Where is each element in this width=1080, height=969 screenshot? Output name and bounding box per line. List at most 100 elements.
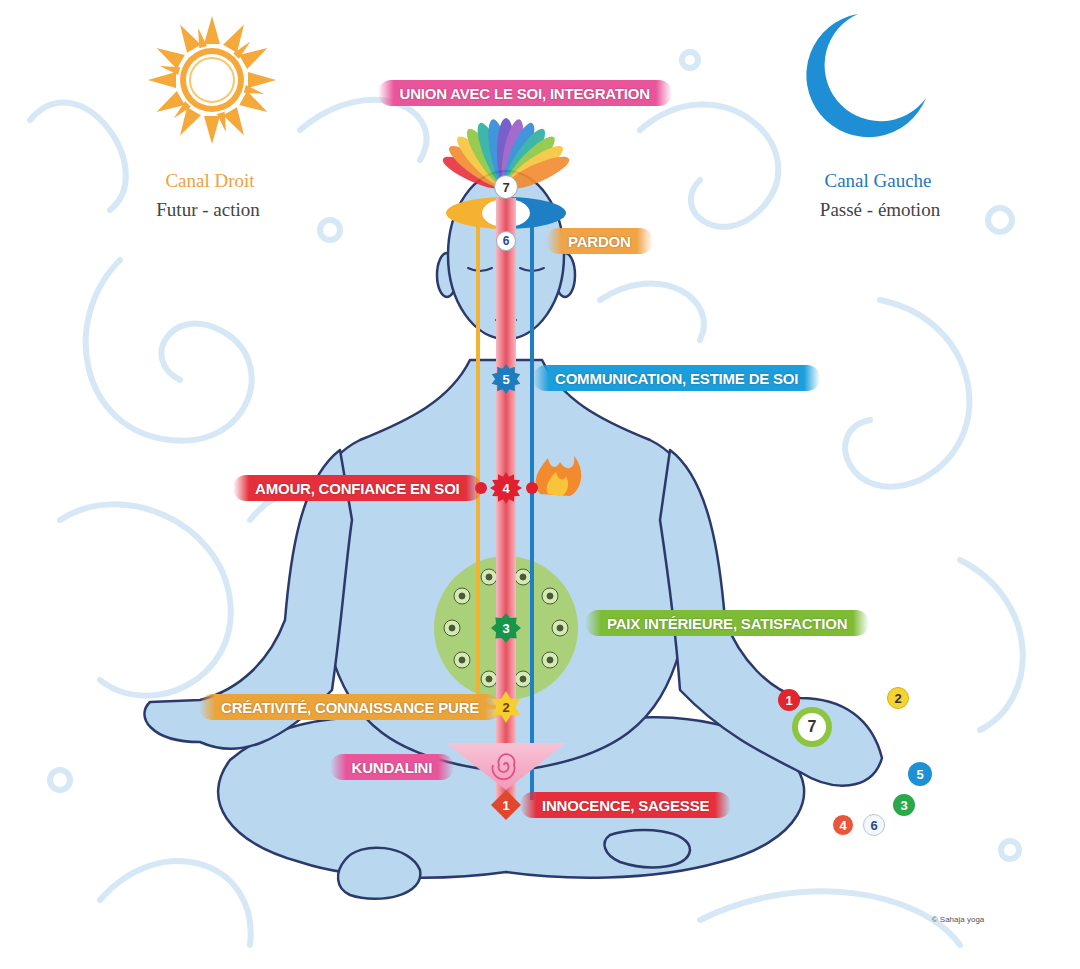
religion-icons: [444, 620, 460, 636]
meditating-figure: [338, 848, 420, 899]
band-text: COMMUNICATION, ESTIME DE SOI: [555, 370, 798, 387]
religion-icons: [542, 588, 558, 604]
heart-flame: [526, 482, 538, 494]
hand-point: 5: [908, 762, 932, 786]
crown-lotus: [439, 118, 572, 195]
religion-icons: [486, 574, 492, 580]
sun-symbol: [223, 107, 251, 139]
religion-icons: [481, 569, 497, 585]
hand-point: 6: [863, 814, 885, 836]
chakra-marker: 1: [491, 790, 521, 820]
paisley-pattern: [700, 891, 960, 945]
chakra-marker: 6: [496, 231, 516, 251]
religion-icons: [547, 593, 553, 599]
heart-flame: [475, 456, 581, 496]
sun-symbol: [204, 16, 220, 44]
religion-icons: [481, 671, 497, 687]
hand-point: 7: [792, 707, 832, 747]
quality-band: CRÉATIVITÉ, CONNAISSANCE PURE: [199, 694, 501, 720]
heart-flame: [547, 472, 568, 496]
chakra-marker: 7: [494, 175, 518, 199]
chakra-number: 4: [502, 482, 509, 495]
channel-meaning: Futur - action: [156, 199, 259, 222]
band-text: UNION AVEC LE SOI, INTEGRATION: [400, 85, 650, 102]
sun-symbol: [153, 91, 185, 119]
sun-symbol: [239, 41, 271, 69]
band-text: PARDON: [568, 233, 631, 250]
sun-symbol: [173, 107, 201, 139]
paisley-pattern: [60, 504, 231, 695]
religion-icons: [552, 620, 568, 636]
star-shape: [492, 364, 521, 394]
paisley-pattern: [988, 208, 1012, 232]
hand-point: 1: [778, 689, 800, 711]
chakra-number: 1: [785, 694, 792, 707]
copyright-note: © Sahaja yoga: [932, 915, 985, 925]
religion-icons: [515, 671, 531, 687]
quality-band: KUNDALINI: [330, 754, 455, 780]
energy-channels: [478, 222, 496, 707]
hand-point: 4: [832, 814, 854, 836]
chakra-number: 3: [900, 799, 907, 812]
moon-symbol: [806, 14, 926, 137]
chakra-number: 7: [502, 181, 509, 194]
diamond-shape: [491, 790, 521, 820]
chakra-marker: 2: [490, 691, 522, 723]
paisley-pattern: [50, 770, 70, 790]
band-text: INNOCENCE, SAGESSE: [542, 797, 709, 814]
band-text: KUNDALINI: [352, 759, 433, 776]
star-shape: [491, 613, 521, 643]
sun-symbol: [248, 72, 276, 88]
religion-icons: [542, 652, 558, 668]
chakra-number: 7: [808, 719, 817, 735]
paisley-pattern: [300, 100, 426, 160]
religion-icons: [459, 593, 465, 599]
chakra-marker: 3: [491, 613, 521, 643]
paisley-pattern: [100, 861, 251, 945]
chakra-marker: 4: [490, 472, 522, 504]
quality-band: INNOCENCE, SAGESSE: [520, 792, 731, 818]
religion-icons: [557, 625, 563, 631]
sun-symbol: [204, 116, 220, 144]
kundalini-triangle: [493, 754, 515, 779]
band-text: AMOUR, CONFIANCE EN SOI: [255, 480, 460, 497]
religion-icons: [515, 569, 531, 585]
sun-symbol: [186, 54, 238, 106]
chakra-number: 5: [502, 373, 509, 386]
religion-icons: [454, 588, 470, 604]
chakra-number: 2: [894, 692, 901, 705]
hand-point: 3: [893, 794, 915, 816]
quality-band: PARDON: [546, 228, 653, 254]
kundalini-triangle: [446, 743, 566, 790]
heart-flame: [536, 456, 581, 496]
moon-symbol: [806, 14, 926, 137]
paisley-pattern: [682, 52, 698, 68]
chakra-number: 3: [502, 622, 509, 635]
paisley-pattern: [30, 52, 1023, 945]
quality-band: AMOUR, CONFIANCE EN SOI: [233, 475, 482, 501]
paisley-pattern: [30, 102, 126, 210]
sun-symbol: [159, 62, 180, 75]
sun-symbol: [153, 41, 185, 69]
star-shape: [492, 691, 520, 723]
channel-name: Canal Droit: [165, 170, 254, 193]
sun-symbol: [190, 58, 234, 102]
religion-icons: [520, 574, 526, 580]
star-shape: [490, 472, 522, 504]
chakra-number: 6: [870, 819, 877, 832]
religion-icons: [449, 625, 455, 631]
sun-symbol: [180, 48, 244, 112]
sun-symbol: [148, 16, 276, 144]
sun-symbol: [173, 21, 201, 53]
chakra-marker: 5: [491, 364, 521, 394]
band-text: PAIX INTÉRIEURE, SATISFACTION: [607, 615, 847, 632]
paisley-pattern: [320, 220, 340, 240]
meditating-figure: [605, 830, 690, 867]
chakra-number: 5: [916, 768, 923, 781]
quality-band: UNION AVEC LE SOI, INTEGRATION: [378, 80, 672, 106]
energy-channels: [530, 222, 534, 800]
paisley-pattern: [1001, 841, 1019, 859]
